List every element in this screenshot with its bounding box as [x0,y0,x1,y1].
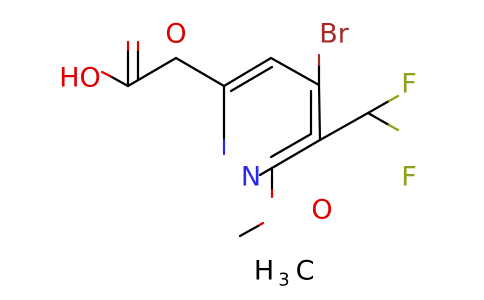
bond-c-oh [108,74,130,88]
bond-c6-n [258,166,274,177]
bond-c4-c3 [269,56,321,87]
bond-c4-c5 [317,83,322,142]
bond-f2-segment [387,123,400,132]
bond-c3-c2 [222,56,273,88]
methyl-subscript-label: 3 [278,270,289,291]
bond-c5-c6-inner [269,132,313,159]
hydroxyl-label: HO [59,63,101,94]
bond-oh-segment [100,70,112,78]
bond-chf2-f2 [366,111,391,127]
bond-f1-segment [387,94,400,103]
bond-o-ch3 [238,224,260,238]
bond-c2-ch2 [174,56,226,88]
bond-ch2-cooh [126,56,178,88]
fluorine-label-2: F [401,162,417,193]
ring-nitrogen-label: N [241,162,261,193]
bond-c5-chf2 [318,111,370,142]
bond-chf2-f1 [366,99,391,115]
bromine-label: Br [319,19,350,50]
methyl-c-label: C [296,256,315,287]
bond-c3-c2-inner [229,65,274,93]
carbonyl-oxygen-label: O [165,19,186,50]
fluorine-label-1: F [401,69,417,100]
bond-c5-c6 [270,138,322,170]
ether-oxygen-label: O [311,195,332,226]
methyl-h-label: H [254,256,274,287]
